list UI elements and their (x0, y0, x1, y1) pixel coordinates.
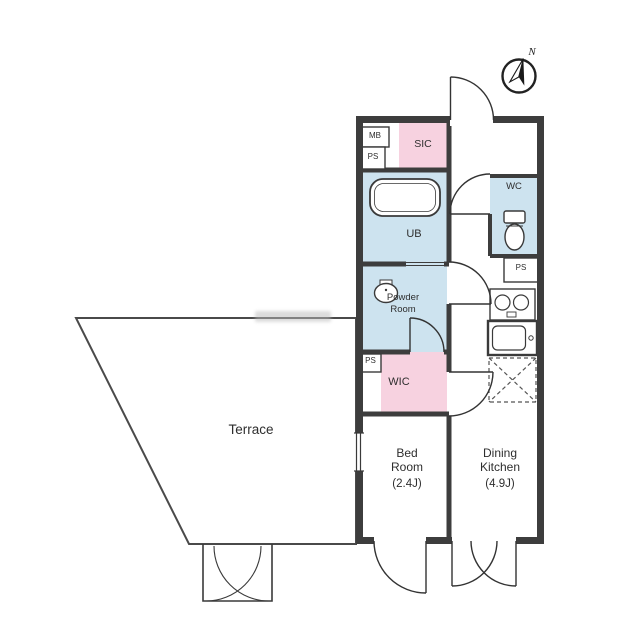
wic-label: WIC (388, 376, 410, 388)
bedroom-door-arc (448, 371, 494, 417)
refrigerator-space-icon (488, 357, 537, 403)
entrance-door-arc (449, 76, 495, 121)
kitchen-sink-icon (486, 319, 539, 357)
bedroom-terrace-door-arc (373, 540, 427, 594)
door-arcs (373, 76, 517, 594)
dining-kitchen-label: Dining Kitchen (479, 446, 521, 474)
bedroom-area-label: (2.4J) (392, 478, 422, 490)
toilet-icon (503, 210, 526, 251)
compass-north-label: N (528, 46, 536, 58)
pipe-space-box-2 (503, 257, 539, 283)
washbasin-icon (373, 279, 399, 304)
terrace-door-arc (202, 544, 273, 602)
compass-icon (501, 58, 537, 94)
interior-walls (359, 117, 540, 541)
unit-bath-label: UB (406, 228, 422, 240)
powder-room-door-arc (448, 261, 492, 305)
pipe-space-label-2: PS (515, 263, 527, 272)
terrace-label: Terrace (228, 422, 274, 437)
pipe-space-label-1: PS (367, 152, 379, 161)
dk-terrace-door-arc (451, 540, 517, 587)
pipe-space-label-3: PS (365, 356, 376, 365)
stove-icon (489, 288, 536, 321)
meter-box-label: MB (369, 131, 381, 140)
room-fills (363, 123, 538, 414)
utility-boxes (359, 126, 539, 373)
powder-room-label: Powder Room (386, 292, 420, 315)
wic-door-arc (409, 317, 445, 353)
wc-label: WC (506, 181, 522, 192)
watermark (255, 311, 331, 322)
dining-kitchen-area-label: (4.9J) (485, 478, 515, 490)
wall-openings (355, 114, 516, 545)
bedroom-label: Bed Room (390, 446, 423, 474)
sic-label: SIC (414, 138, 432, 150)
bedroom-window (354, 432, 364, 472)
bathtub-icon (369, 178, 441, 217)
wc-door-arc (449, 173, 491, 215)
